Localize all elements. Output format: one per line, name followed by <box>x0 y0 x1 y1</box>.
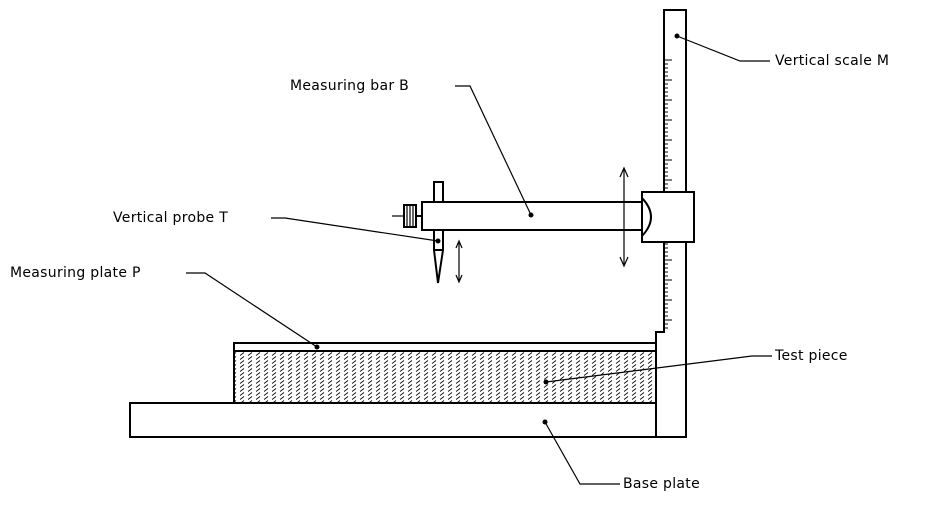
label-vertical-probe: Vertical probe T <box>113 210 229 226</box>
measuring-plate <box>233 342 657 352</box>
leader-vertical-scale <box>676 35 770 62</box>
base-plate <box>129 402 657 438</box>
label-measuring-bar: Measuring bar B <box>290 78 410 94</box>
scale-ticks <box>664 59 672 329</box>
vertical-scale <box>655 9 687 438</box>
test-piece <box>233 350 657 404</box>
leader-vertical-probe <box>271 217 439 242</box>
label-measuring-plate: Measuring plate P <box>10 265 141 281</box>
leader-base-plate <box>544 421 620 485</box>
probe-motion-arrow <box>455 239 463 284</box>
bar-motion-arrow <box>619 166 629 268</box>
leader-test-piece <box>545 355 772 383</box>
bar-knob <box>392 204 422 228</box>
leader-measuring-plate <box>186 272 318 348</box>
leader-measuring-bar <box>455 85 532 216</box>
label-test-piece: Test piece <box>775 348 848 364</box>
label-base-plate: Base plate <box>623 476 700 492</box>
vertical-probe <box>433 181 444 284</box>
label-vertical-scale: Vertical scale M <box>775 53 890 69</box>
slider-block <box>641 191 695 243</box>
